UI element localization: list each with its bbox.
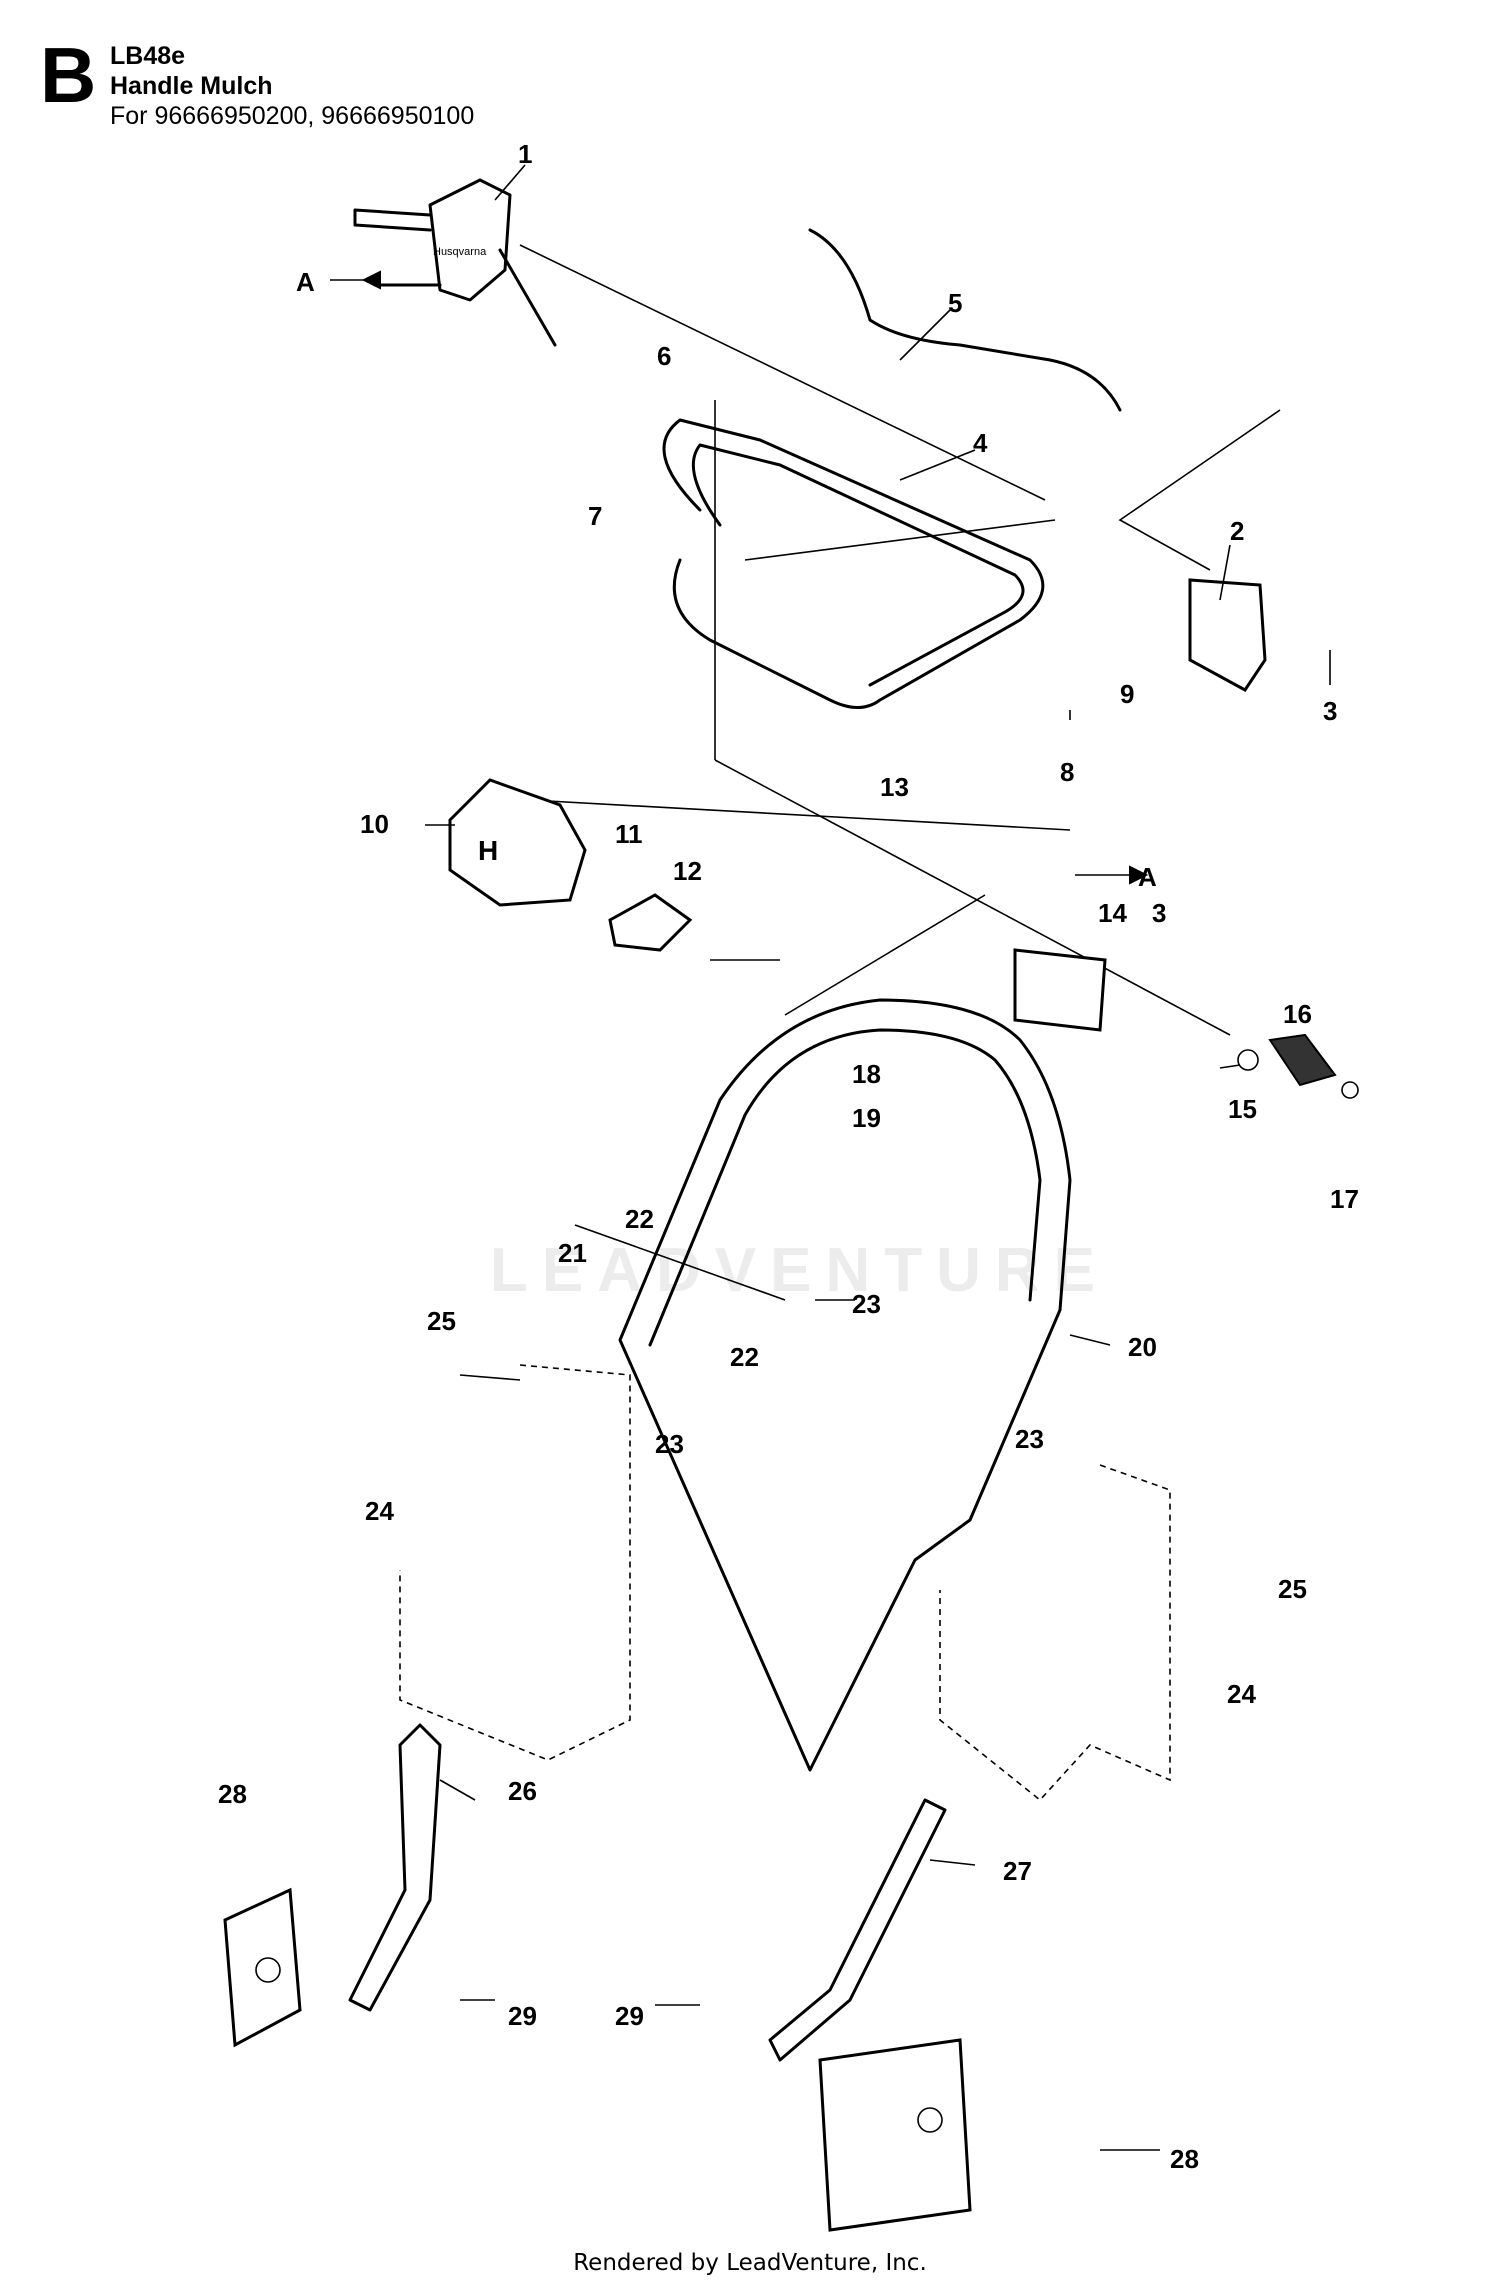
callout-23-left: 23 (655, 1429, 684, 1459)
callout-23-top: 23 (852, 1289, 881, 1319)
callout-29-left: 29 (508, 2001, 537, 2031)
left-bracket-hole (255, 1957, 281, 1983)
callout-25-right: 25 (1278, 1574, 1307, 1604)
callout-1: 1 (518, 139, 532, 169)
callout-25-left: 25 (427, 1306, 456, 1336)
callout-labels: 1 A 5 4 6 7 2 3 9 8 10 11 12 13 A 14 3 1… (218, 139, 1359, 2174)
svg-text:H: H (478, 835, 498, 866)
nut-part-17 (1341, 1081, 1359, 1099)
callout-A-right: A (1138, 862, 1157, 892)
main-handle-part-20 (618, 998, 1072, 1772)
bracket-part-2 (1188, 578, 1267, 692)
clip-part-12 (608, 893, 693, 952)
callout-13: 13 (880, 772, 909, 802)
callout-3-top: 3 (1323, 696, 1337, 726)
callout-8: 8 (1060, 757, 1074, 787)
callout-6: 6 (657, 341, 671, 371)
callout-10: 10 (360, 809, 389, 839)
callout-11: 11 (615, 819, 643, 849)
callout-7: 7 (588, 501, 602, 531)
callout-29-right: 29 (615, 2001, 644, 2031)
applies-to: For 96666950200, 96666950100 (110, 102, 475, 130)
callout-15: 15 (1228, 1094, 1257, 1124)
lower-handle-part-27 (768, 1798, 947, 2062)
callout-23-right: 23 (1015, 1424, 1044, 1454)
callout-16: 16 (1283, 999, 1312, 1029)
model-name: LB48e (110, 42, 186, 70)
callout-21: 21 (558, 1238, 587, 1268)
right-deck-bracket (818, 2038, 972, 2232)
callout-24-left: 24 (365, 1496, 394, 1526)
watermark: LEADVENTURE (490, 1236, 1110, 1305)
callout-2: 2 (1230, 516, 1244, 546)
callout-22-bottom: 22 (730, 1342, 759, 1372)
callout-3-mid: 3 (1152, 898, 1166, 928)
callout-9: 9 (1120, 679, 1134, 709)
callout-22-top: 22 (625, 1204, 654, 1234)
callout-4: 4 (973, 428, 988, 458)
callout-14: 14 (1098, 898, 1127, 928)
main-handle-inner (648, 1028, 1042, 1347)
svg-text:Husqvarna: Husqvarna (433, 246, 487, 258)
callout-12: 12 (673, 856, 702, 886)
lower-handle-part-26 (348, 1723, 442, 2012)
callout-26: 26 (508, 1776, 537, 1806)
callout-A-left: A (296, 267, 315, 297)
washer-part-15 (1237, 1049, 1259, 1071)
callout-5: 5 (948, 288, 962, 318)
upper-handle-part-4 (662, 418, 1045, 709)
callout-27: 27 (1003, 1856, 1032, 1886)
knob-part-16 (1268, 1033, 1337, 1087)
left-deck-bracket (223, 1887, 302, 2048)
section-letter: B (40, 31, 97, 119)
cover-part-10: H (448, 778, 587, 907)
callout-28-left: 28 (218, 1779, 247, 1809)
callout-18: 18 (852, 1059, 881, 1089)
assembly-lines (399, 244, 1281, 1802)
callout-28-right: 28 (1170, 2144, 1199, 2174)
footer-credit: Rendered by LeadVenture, Inc. (573, 2250, 927, 2276)
callout-24-right: 24 (1227, 1679, 1256, 1709)
control-box-part-1: Husqvarna (353, 178, 557, 347)
cable-part-5 (808, 228, 1122, 412)
bracket-plate-part-14 (1013, 948, 1107, 1032)
right-bracket-hole (917, 2107, 943, 2133)
diagram-title: Handle Mulch (110, 72, 273, 100)
callout-17: 17 (1330, 1184, 1359, 1214)
leader-lines (330, 164, 1331, 2151)
callout-19: 19 (852, 1103, 881, 1133)
callout-20: 20 (1128, 1332, 1157, 1362)
